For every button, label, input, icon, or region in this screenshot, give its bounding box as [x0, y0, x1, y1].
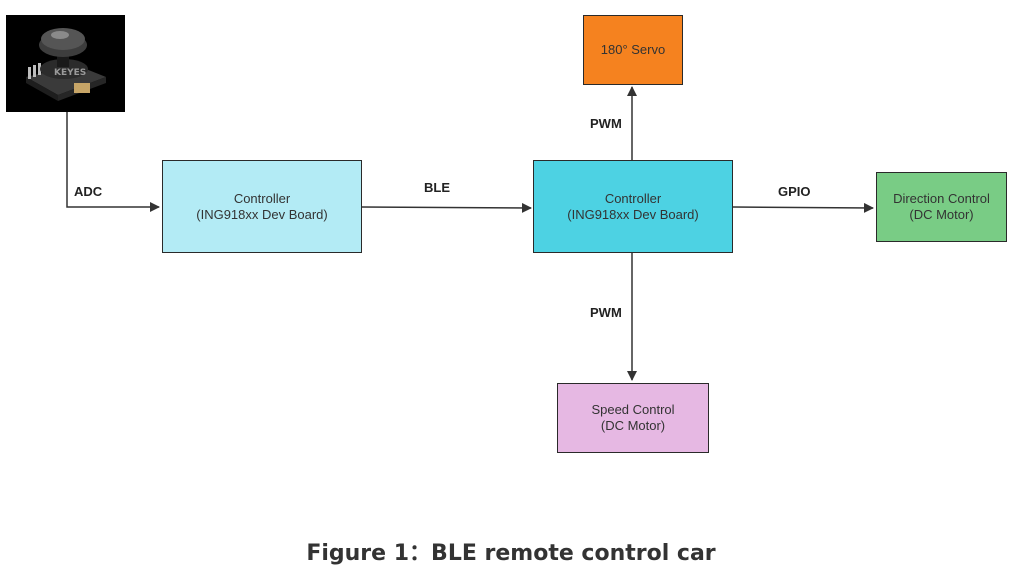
edge-gpio	[732, 202, 874, 213]
node-title: Controller	[604, 190, 662, 206]
node-subtitle: (DC Motor)	[909, 207, 974, 222]
controller-remote-node: Controller (ING918xx Dev Board)	[162, 160, 362, 253]
node-title: Speed Control	[591, 402, 675, 417]
edge-adc	[66, 112, 160, 212]
controller-car-node: Controller (ING918xx Dev Board)	[533, 160, 733, 253]
joystick-module-image: KEYES	[6, 15, 125, 112]
edge-ble	[361, 202, 532, 213]
node-subtitle: (ING918xx Dev Board)	[196, 206, 328, 222]
figure-caption: Figure 1：BLE remote control car	[306, 541, 716, 566]
node-title: Direction Control	[893, 191, 990, 206]
label-adc: ADC	[74, 184, 103, 199]
node-subtitle: (DC Motor)	[600, 418, 666, 433]
label-pwm-speed: PWM	[590, 305, 622, 320]
node-subtitle: (ING918xx Dev Board)	[567, 206, 699, 222]
direction-control-node: Direction Control (DC Motor)	[876, 172, 1007, 242]
label-pwm-servo: PWM	[590, 116, 622, 131]
speed-control-node: Speed Control (DC Motor)	[557, 383, 709, 453]
label-gpio: GPIO	[778, 184, 811, 199]
node-title: 180° Servo	[600, 42, 666, 57]
node-title: Controller	[233, 190, 291, 206]
label-ble: BLE	[424, 180, 450, 195]
joystick-watermark: KEYES	[54, 68, 86, 78]
joystick-icon: KEYES	[6, 15, 125, 112]
servo-node: 180° Servo	[583, 15, 683, 85]
